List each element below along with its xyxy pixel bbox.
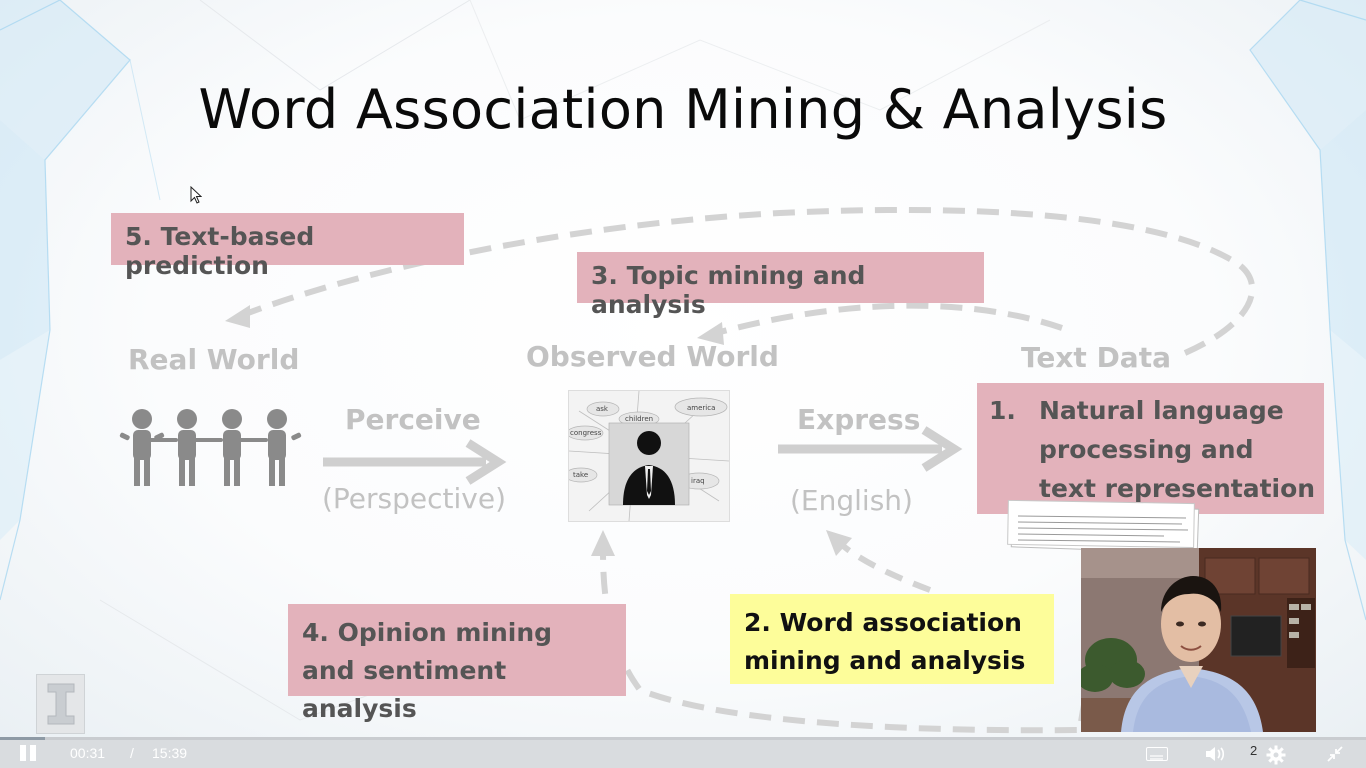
box-opinion-mining: 4. Opinion mining and sentiment analysis: [288, 604, 626, 723]
exit-fullscreen-icon[interactable]: [1326, 745, 1344, 763]
word-cloud-word: children: [625, 415, 653, 423]
captions-button[interactable]: [1146, 747, 1168, 761]
progress-bar[interactable]: [0, 737, 1366, 740]
label-perspective: (Perspective): [322, 482, 507, 515]
box-opinion-mining-label: 4. Opinion mining and sentiment analysis: [302, 618, 553, 723]
label-text-data: Text Data: [1021, 341, 1171, 374]
box-nlp-label: Natural language processing and text rep…: [1039, 396, 1316, 503]
label-english: (English): [790, 484, 913, 517]
label-express: Express: [797, 403, 921, 436]
pause-button[interactable]: [18, 745, 40, 763]
current-time: 00:31: [70, 745, 106, 761]
word-cloud-image: ask children america congress take iraq: [568, 390, 730, 522]
total-time: 15:39: [152, 745, 188, 761]
word-cloud-word: congress: [570, 429, 602, 437]
label-perceive: Perceive: [345, 403, 481, 436]
time-separator: /: [130, 745, 134, 761]
word-cloud-word: take: [573, 471, 588, 479]
box-topic-mining-label: 3. Topic mining and analysis: [591, 261, 866, 319]
settings-gear-icon[interactable]: [1266, 745, 1286, 765]
playback-speed-label: 2: [1250, 743, 1258, 758]
document-stack-image: [1007, 500, 1200, 554]
box-nlp: 1. Natural language processing and text …: [977, 383, 1324, 514]
word-cloud-word: america: [687, 404, 715, 412]
slide-stage: Word Association Mining & Analysis 5. Te…: [0, 0, 1366, 738]
box-text-based-prediction: 5. Text-based prediction: [111, 213, 464, 280]
video-player-controls: 00:31 / 15:39 2: [0, 737, 1366, 768]
volume-icon[interactable]: [1204, 745, 1226, 763]
box-nlp-number: 1.: [989, 396, 1016, 425]
progress-bar-fill: [0, 737, 46, 740]
word-cloud-word: iraq: [691, 477, 705, 485]
person-silhouette-icon: [623, 431, 675, 505]
box-word-association: 2. Word association mining and analysis: [730, 594, 1054, 684]
pause-icon: [20, 745, 26, 761]
university-logo-icon: [36, 674, 85, 734]
instructor-webcam: [1081, 548, 1316, 732]
box-word-association-label: 2. Word association mining and analysis: [744, 608, 1026, 675]
mouse-cursor-icon: [190, 186, 202, 204]
people-icon: [119, 409, 302, 486]
box-topic-mining: 3. Topic mining and analysis: [577, 252, 984, 319]
box-text-based-prediction-label: 5. Text-based prediction: [125, 222, 315, 280]
word-cloud-word: ask: [596, 405, 609, 413]
label-observed-world: Observed World: [526, 340, 779, 373]
label-real-world: Real World: [128, 343, 300, 376]
captions-icon: [1150, 755, 1163, 760]
slide-title: Word Association Mining & Analysis: [198, 78, 1168, 141]
